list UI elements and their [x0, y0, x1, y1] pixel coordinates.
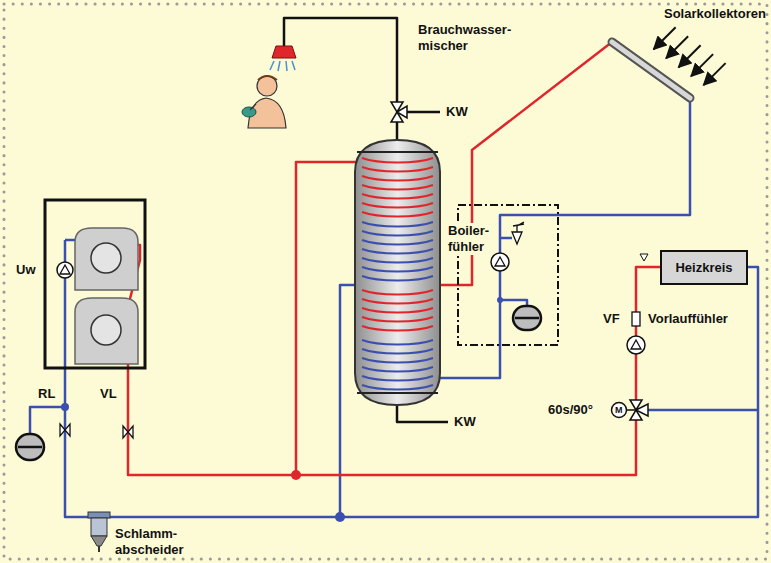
coil-winding [362, 385, 433, 390]
component-label: Schlamm- abscheider [115, 526, 184, 558]
sensor-label: Vorlauffühler [648, 311, 728, 327]
box-label: Heizkreis [675, 260, 732, 276]
coil-winding [362, 212, 433, 217]
solar-collector [612, 42, 690, 98]
sun-ray-arrow [666, 36, 688, 58]
coil-winding [362, 317, 433, 322]
coil-winding [362, 367, 433, 372]
coil-winding [362, 222, 433, 227]
burner-part [75, 228, 138, 290]
coil-winding [362, 249, 433, 254]
sun-ray-arrow [691, 54, 713, 76]
sludge-separator [88, 512, 110, 552]
dotted-frame [4, 4, 767, 559]
sun-ray-arrow [704, 63, 726, 85]
water-pipe [284, 18, 397, 102]
pump-symbol [57, 262, 73, 278]
shutoff-valve [123, 426, 133, 438]
coil-winding [362, 258, 433, 263]
coil-winding [362, 185, 433, 190]
pipe-label: KW [454, 414, 476, 430]
cold-water-pipe [397, 405, 448, 422]
pump-symbol [491, 253, 509, 271]
sensor-label: VF [603, 311, 620, 327]
actuator-motor [612, 403, 627, 418]
coil-winding [362, 203, 433, 208]
vent-symbol [640, 254, 648, 261]
pipe-label: KW [446, 104, 468, 120]
sensor-label: Boiler- fühler [446, 223, 491, 255]
boiler-part [91, 315, 121, 345]
expansion-vessel [16, 434, 44, 460]
coil-winding [362, 240, 433, 245]
coil-winding [362, 326, 433, 331]
shower-head [272, 46, 296, 58]
safety-valve [512, 222, 524, 244]
solar-return-pipe [433, 98, 690, 378]
return-pipe [65, 239, 75, 242]
motor-label: M [615, 404, 623, 416]
coil-winding [362, 349, 433, 354]
coil-winding [362, 340, 433, 345]
coil-winding [362, 299, 433, 304]
coil-winding [362, 176, 433, 181]
person-figure [242, 76, 286, 128]
junction-dot [335, 512, 345, 522]
pump-symbol [627, 336, 645, 354]
coil-winding [362, 194, 433, 199]
junction-dot [497, 297, 503, 303]
solar-collector [612, 42, 690, 98]
boiler-housing [45, 200, 145, 368]
sun-ray-arrow [679, 45, 701, 67]
sun-ray-arrows [654, 27, 726, 85]
water-pipe [396, 122, 399, 140]
component-label: Solarkollektoren [664, 6, 766, 22]
process-box: Heizkreis [660, 250, 748, 285]
storage-tank [357, 151, 438, 153]
actuator-stem [626, 409, 636, 411]
pipe-label: RL [38, 386, 55, 402]
actuator-spec: 60s/90° [548, 402, 593, 418]
coil-winding [362, 358, 433, 363]
coil-winding [362, 231, 433, 236]
cold-water-pipe [407, 111, 440, 114]
flow-sensor [632, 312, 640, 326]
safety-valve-pipe [500, 237, 512, 240]
solar-flow-pipe [433, 42, 612, 285]
burner-part [91, 243, 121, 273]
heating-flow-pipe [636, 267, 660, 400]
mixing-valve [391, 102, 407, 122]
storage-tank [355, 140, 440, 405]
water-drops [270, 61, 295, 71]
coil-winding [362, 158, 433, 163]
pump-symbol [631, 340, 641, 349]
return-pipe [648, 409, 758, 412]
junction-dot [291, 470, 301, 480]
pump-label: Uw [16, 262, 36, 278]
heat-exchanger-coil [362, 158, 433, 390]
coil-winding [362, 167, 433, 172]
shutoff-valve [60, 424, 70, 436]
coil-winding [362, 376, 433, 381]
boiler-part [75, 298, 138, 364]
storage-tank [357, 392, 438, 394]
pipe-label: VL [100, 386, 117, 402]
coil-winding [362, 308, 433, 313]
pump-symbol [60, 265, 70, 274]
expansion-vessel [18, 446, 42, 449]
coil-winding [362, 276, 433, 281]
expansion-vessel [513, 306, 541, 330]
flow-pipe [296, 162, 362, 475]
component-label: Brauchwasser- mischer [418, 22, 511, 54]
expansion-vessel [515, 317, 539, 320]
pump-symbol [495, 257, 505, 266]
sun-ray-arrow [654, 27, 676, 49]
coil-winding [362, 267, 433, 272]
coil-winding [362, 290, 433, 295]
junction-dot [61, 403, 69, 411]
